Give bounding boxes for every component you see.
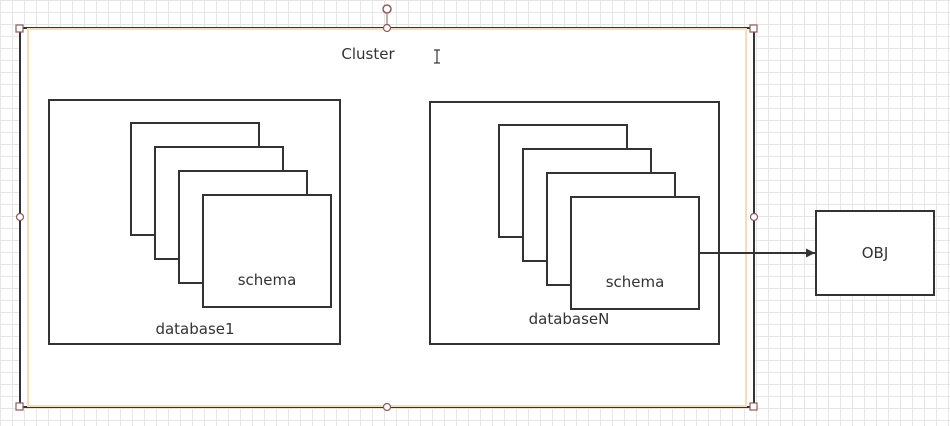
resize-handle-top[interactable] [382,23,392,33]
resize-handle-right[interactable] [749,212,759,222]
cluster-label: Cluster [341,45,395,63]
database-box-1[interactable]: schema database1 [48,99,341,345]
schema-box[interactable] [202,194,332,308]
rotate-handle[interactable] [382,4,392,14]
obj-border[interactable] [815,210,935,296]
resize-handle-bottom-left[interactable] [15,402,24,411]
schema-label: schema [606,273,665,291]
selection-handles[interactable] [15,4,759,412]
resize-handle-bottom[interactable] [382,402,392,412]
database-box-n[interactable]: schema databaseN [429,101,720,345]
databaseN-label: databaseN [529,310,610,328]
resize-handle-bottom-right[interactable] [749,402,758,411]
obj-box[interactable]: OBJ [815,210,935,296]
schema-label: schema [238,271,297,289]
resize-handle-top-right[interactable] [749,24,758,33]
database1-label: database1 [155,320,234,338]
obj-label: OBJ [862,244,889,262]
resize-handle-left[interactable] [15,212,25,222]
schema-box[interactable] [570,196,700,310]
resize-handle-top-left[interactable] [15,24,24,33]
text-cursor-icon [434,49,440,64]
